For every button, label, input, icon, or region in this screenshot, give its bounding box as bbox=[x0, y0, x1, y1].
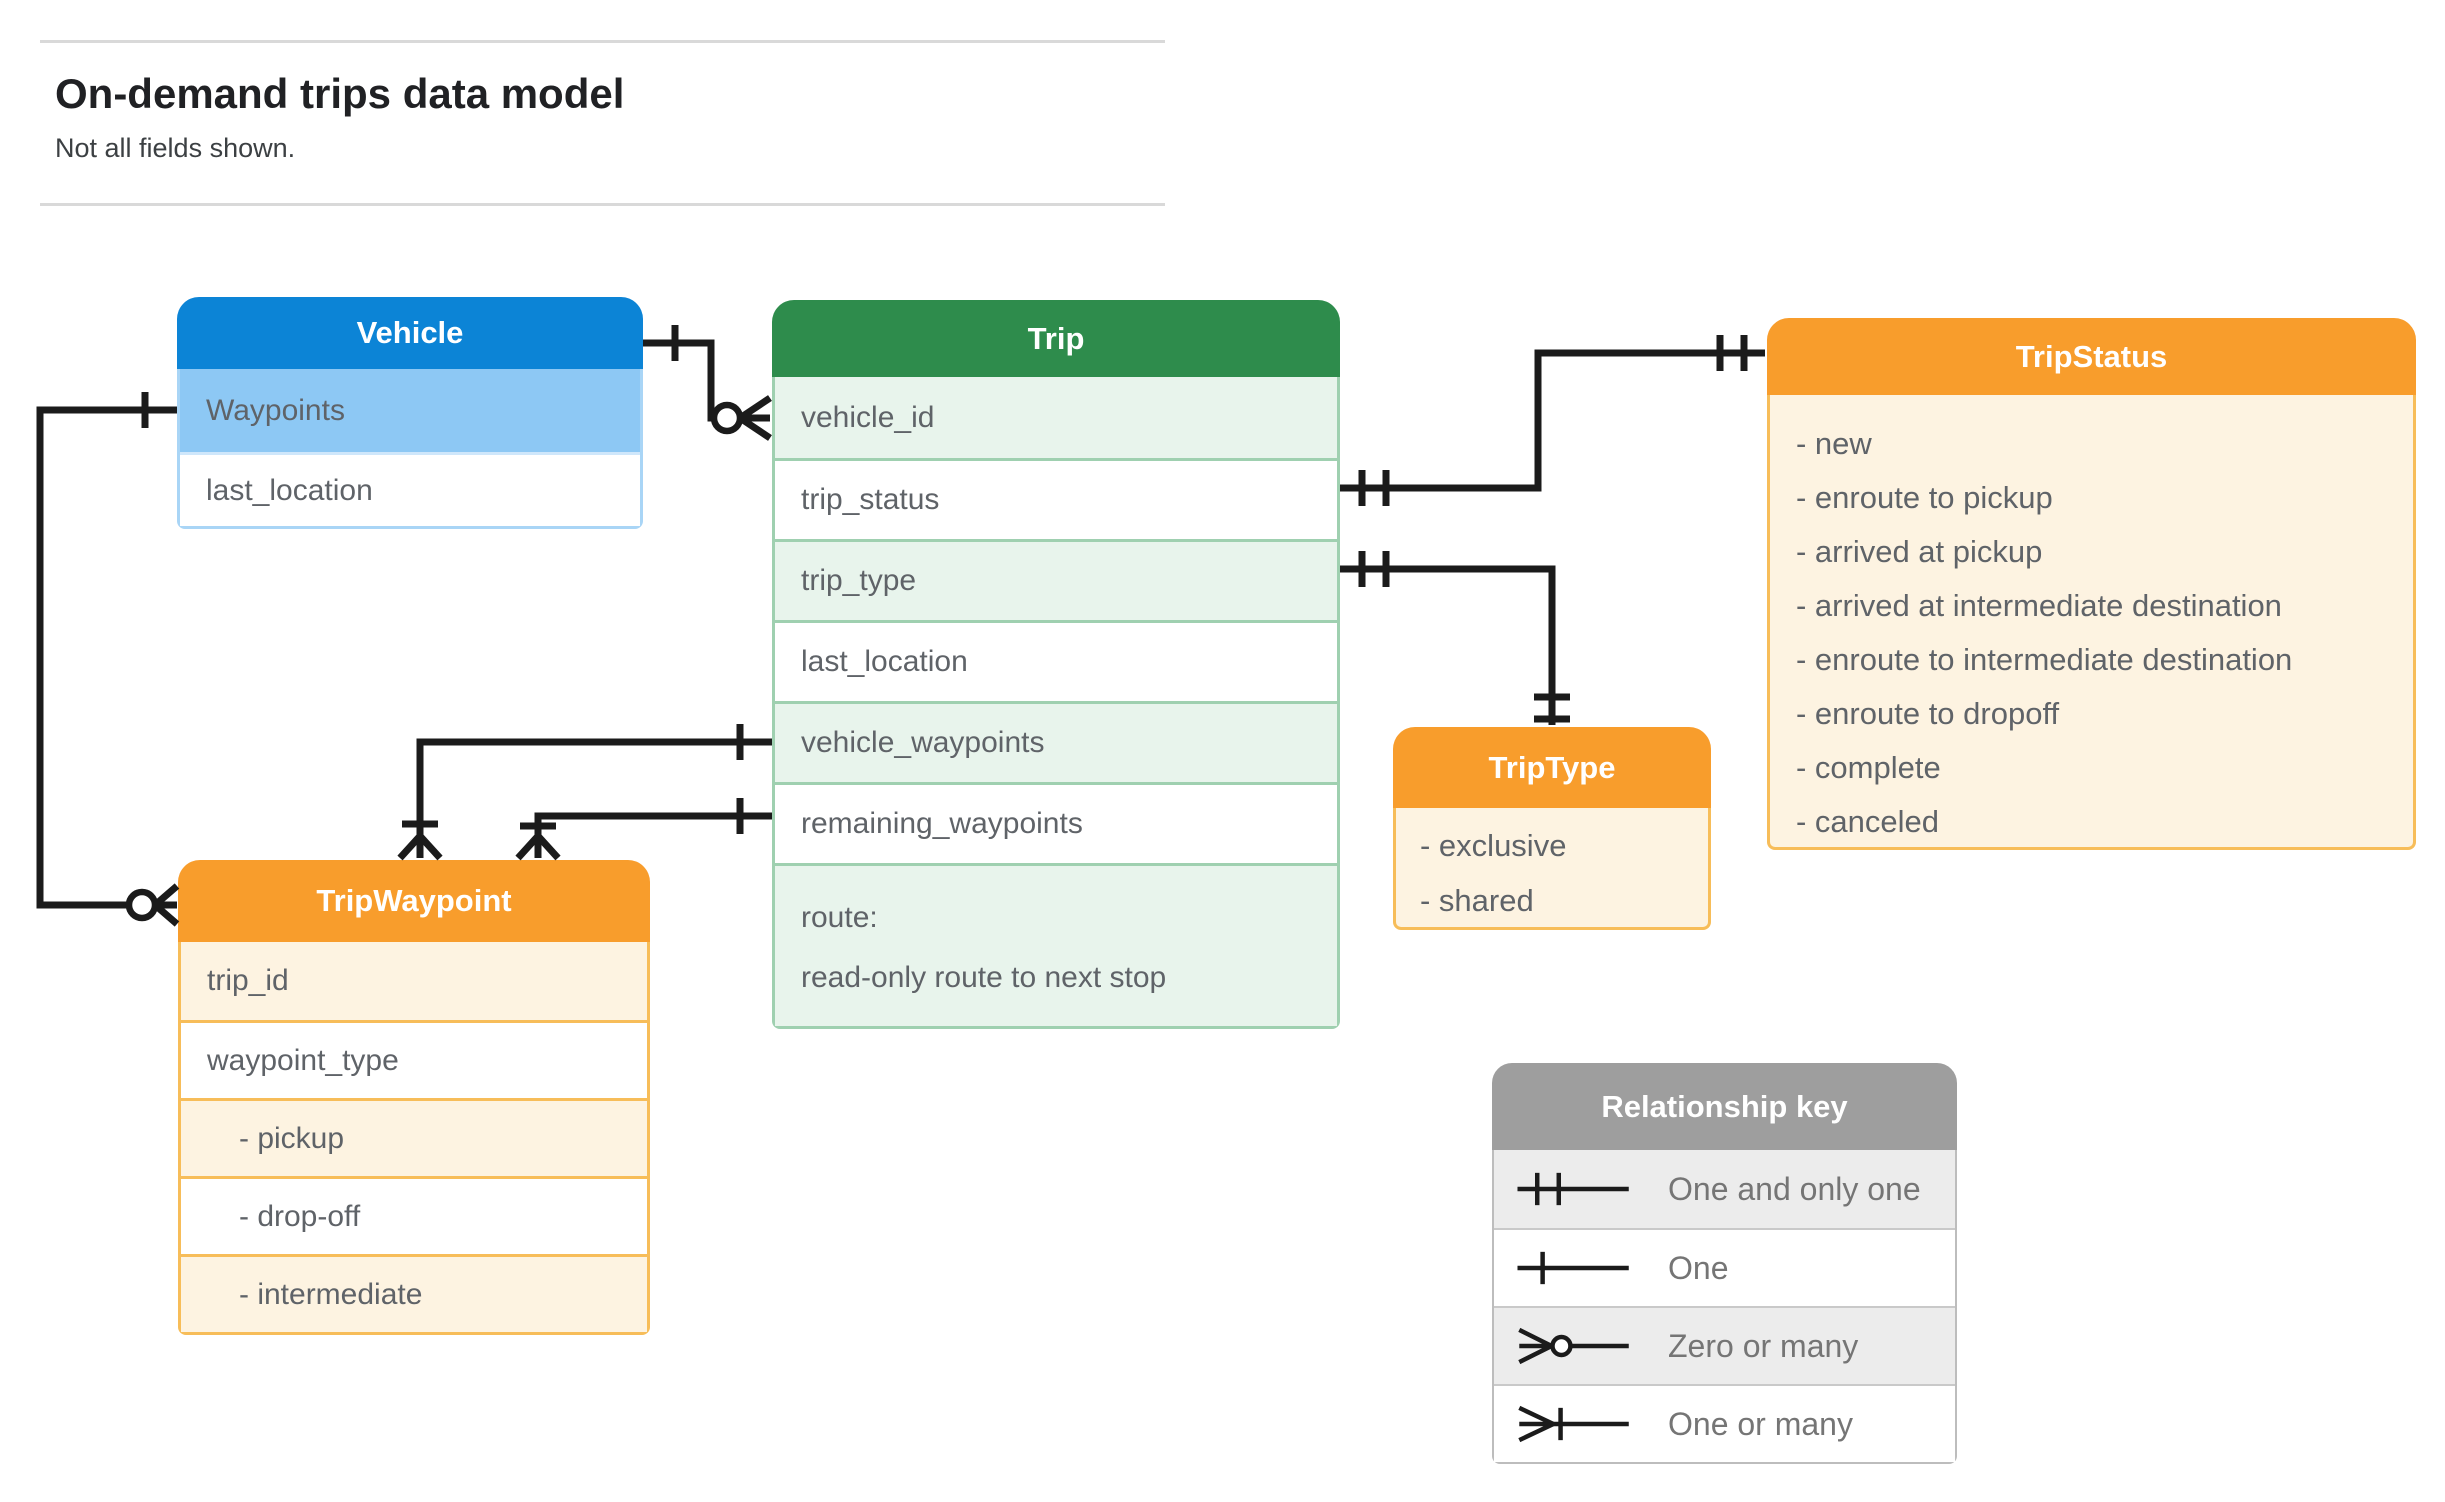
connector-trip-status-to-tripstatus bbox=[1340, 335, 1765, 506]
connector-trip-remaining-waypoints-to-tripwaypoint bbox=[515, 798, 772, 861]
field-trip-id: trip_id bbox=[181, 942, 647, 1020]
legend-row-one: One bbox=[1494, 1228, 1955, 1306]
page-subtitle: Not all fields shown. bbox=[55, 133, 296, 163]
entity-tripwaypoint-body: trip_id waypoint_type - pickup - drop-of… bbox=[178, 942, 650, 1335]
waypoint-drop-off: - drop-off bbox=[181, 1176, 647, 1254]
waypoint-pickup: - pickup bbox=[181, 1098, 647, 1176]
field-trip-type: trip_type bbox=[775, 539, 1337, 620]
status-new: - new bbox=[1796, 426, 1872, 461]
divider-bottom bbox=[40, 203, 1165, 206]
status-canceled: - canceled bbox=[1796, 804, 1940, 839]
relationship-key: Relationship key One and only one One bbox=[1492, 1063, 1957, 1464]
page-title: On-demand trips data model bbox=[55, 70, 625, 117]
legend-label: Zero or many bbox=[1668, 1327, 1859, 1364]
connector-trip-vehicle-waypoints-to-tripwaypoint bbox=[397, 724, 772, 861]
entity-trip-title: Trip bbox=[772, 300, 1340, 377]
field-trip-last-location: last_location bbox=[775, 620, 1337, 701]
relationship-key-body: One and only one One Zero or many bbox=[1492, 1150, 1957, 1464]
connector-trip-type-to-triptype bbox=[1340, 551, 1570, 725]
entity-triptype-title: TripType bbox=[1393, 727, 1711, 808]
status-arrived-at-pickup: - arrived at pickup bbox=[1796, 534, 2043, 569]
one-and-only-one-icon bbox=[1517, 1172, 1629, 1206]
field-vehicle-last-location: last_location bbox=[180, 452, 640, 526]
field-trip-route-label: route: bbox=[801, 901, 878, 934]
status-enroute-to-pickup: - enroute to pickup bbox=[1796, 480, 2053, 515]
legend-label: One bbox=[1668, 1249, 1729, 1286]
entity-vehicle-title: Vehicle bbox=[177, 297, 643, 369]
entity-triptype-body: - exclusive - shared bbox=[1393, 808, 1711, 930]
connector-vehicle-waypoints-to-tripwaypoint bbox=[36, 392, 180, 927]
status-arrived-at-intermediate-destination: - arrived at intermediate destination bbox=[1796, 588, 2282, 623]
field-trip-status: trip_status bbox=[775, 458, 1337, 539]
entity-trip: Trip vehicle_id trip_status trip_type la… bbox=[772, 300, 1340, 1029]
status-enroute-to-intermediate-destination: - enroute to intermediate destination bbox=[1796, 642, 2293, 677]
field-trip-vehicle-id: vehicle_id bbox=[775, 377, 1337, 458]
entity-trip-body: vehicle_id trip_status trip_type last_lo… bbox=[772, 377, 1340, 1029]
field-vehicle-waypoints: Waypoints bbox=[180, 369, 640, 452]
waypoint-intermediate: - intermediate bbox=[181, 1254, 647, 1332]
legend-row-zero-or-many: Zero or many bbox=[1494, 1306, 1955, 1384]
field-waypoint-type: waypoint_type bbox=[181, 1020, 647, 1098]
entity-tripwaypoint-title: TripWaypoint bbox=[178, 860, 650, 942]
one-icon bbox=[1517, 1251, 1629, 1285]
field-trip-remaining-waypoints: remaining_waypoints bbox=[775, 782, 1337, 863]
field-trip-route: route: read-only route to next stop bbox=[775, 863, 1337, 1026]
status-complete: - complete bbox=[1796, 750, 1941, 785]
entity-vehicle-body: Waypoints last_location bbox=[177, 369, 643, 529]
entity-vehicle: Vehicle Waypoints last_location bbox=[177, 297, 643, 529]
zero-or-many-icon bbox=[1518, 1327, 1629, 1365]
divider-top bbox=[40, 40, 1165, 43]
type-exclusive: - exclusive bbox=[1420, 828, 1567, 863]
legend-row-one-or-many: One or many bbox=[1494, 1384, 1955, 1462]
connector-vehicle-to-trip-vehicle-id bbox=[643, 325, 772, 441]
entity-tripstatus-title: TripStatus bbox=[1767, 318, 2416, 395]
type-shared: - shared bbox=[1420, 883, 1534, 918]
entity-tripwaypoint: TripWaypoint trip_id waypoint_type - pic… bbox=[178, 860, 650, 1335]
field-trip-route-desc: read-only route to next stop bbox=[801, 961, 1167, 994]
one-or-many-icon bbox=[1518, 1405, 1629, 1443]
relationship-key-title: Relationship key bbox=[1492, 1063, 1957, 1150]
entity-tripstatus: TripStatus - new - enroute to pickup - a… bbox=[1767, 318, 2416, 850]
legend-label: One or many bbox=[1668, 1405, 1853, 1442]
entity-triptype: TripType - exclusive - shared bbox=[1393, 727, 1711, 930]
field-trip-vehicle-waypoints: vehicle_waypoints bbox=[775, 701, 1337, 782]
status-enroute-to-dropoff: - enroute to dropoff bbox=[1796, 696, 2060, 731]
entity-tripstatus-body: - new - enroute to pickup - arrived at p… bbox=[1767, 395, 2416, 850]
legend-row-one-and-only-one: One and only one bbox=[1494, 1150, 1955, 1228]
legend-label: One and only one bbox=[1668, 1170, 1921, 1207]
